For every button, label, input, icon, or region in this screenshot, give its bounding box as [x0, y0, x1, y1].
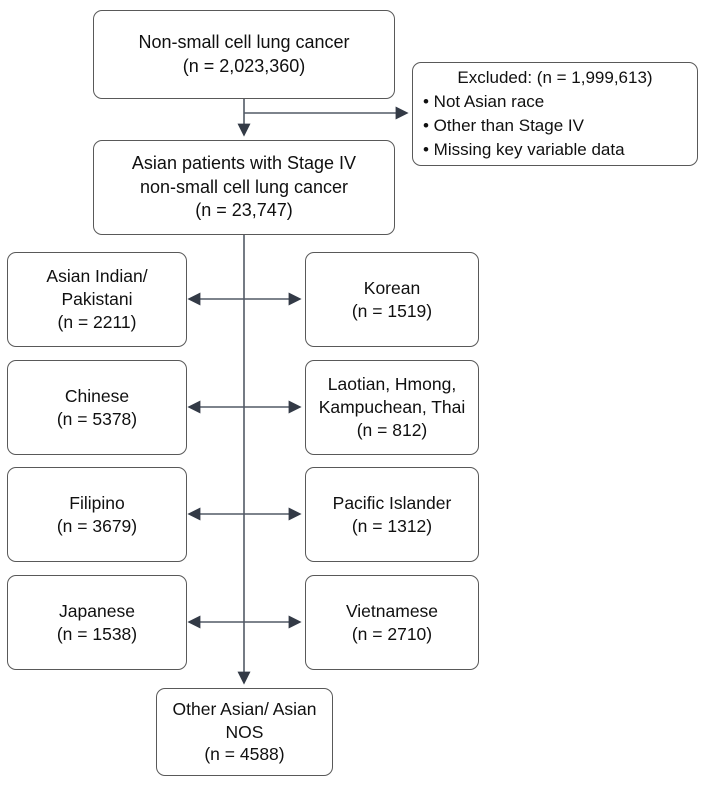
box-stage4-asian: Asian patients with Stage IV non-small c…: [93, 140, 395, 235]
box-asian-indian-pakistani: Asian Indian/ Pakistani (n = 2211): [7, 252, 187, 347]
box-chinese: Chinese (n = 5378): [7, 360, 187, 455]
box-label: Other Asian/ Asian NOS: [172, 698, 317, 742]
box-label: Korean: [363, 277, 421, 298]
box-label: Japanese: [59, 600, 135, 621]
box-label: Asian patients with Stage IV non-small c…: [131, 153, 357, 197]
excluded-bullet: • Other than Stage IV: [423, 116, 584, 135]
box-count: (n = 2211): [57, 311, 137, 332]
box-nsclc-total: Non-small cell lung cancer (n = 2,023,36…: [93, 10, 395, 99]
box-label: Asian Indian/ Pakistani: [46, 266, 148, 310]
box-japanese: Japanese (n = 1538): [7, 575, 187, 670]
box-pacific-islander: Pacific Islander (n = 1312): [305, 467, 479, 562]
box-label: Non-small cell lung cancer: [138, 32, 350, 53]
box-count: (n = 5378): [56, 408, 138, 429]
box-count: (n = 1519): [351, 300, 433, 321]
box-label: Vietnamese: [345, 600, 439, 621]
box-count: (n = 1312): [351, 515, 433, 536]
box-count: (n = 2710): [351, 623, 433, 644]
box-korean: Korean (n = 1519): [305, 252, 479, 347]
box-label: Pacific Islander: [332, 492, 452, 513]
box-count: (n = 812): [356, 419, 428, 440]
box-label: Chinese: [64, 385, 130, 406]
box-other-asian-nos: Other Asian/ Asian NOS (n = 4588): [156, 688, 333, 776]
excluded-title: Excluded: (n = 1,999,613): [457, 67, 653, 87]
box-label: Filipino: [69, 492, 125, 513]
box-filipino: Filipino (n = 3679): [7, 467, 187, 562]
box-count: (n = 23,747): [195, 200, 293, 221]
box-vietnamese: Vietnamese (n = 2710): [305, 575, 479, 670]
box-count: (n = 2,023,360): [182, 55, 306, 76]
box-count: (n = 1538): [56, 623, 138, 644]
excluded-bullet: • Not Asian race: [423, 91, 545, 111]
box-laotian-hmong-kampuchean-thai: Laotian, Hmong, Kampuchean, Thai (n = 81…: [305, 360, 479, 455]
excluded-bullet: • Missing key variable data: [423, 140, 625, 160]
box-excluded: Excluded: (n = 1,999,613) • Not Asian ra…: [412, 62, 698, 166]
box-count: (n = 4588): [204, 744, 285, 765]
box-label: Laotian, Hmong, Kampuchean, Thai: [318, 374, 466, 418]
box-count: (n = 3679): [56, 515, 138, 536]
